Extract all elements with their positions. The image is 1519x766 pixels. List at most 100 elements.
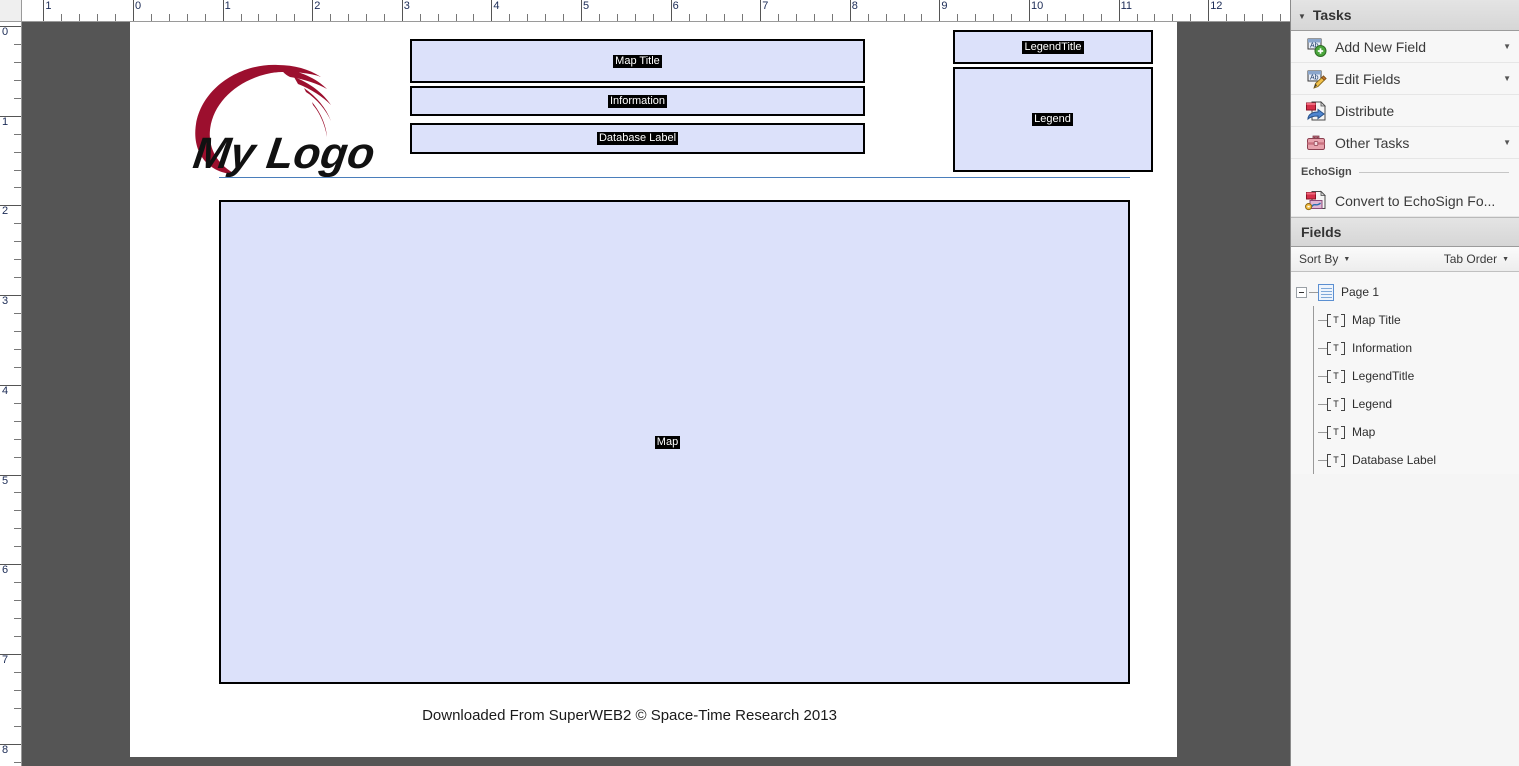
ruler-tick-major xyxy=(1118,0,1120,21)
ruler-label: 10 xyxy=(1031,0,1044,12)
ruler-tick-minor xyxy=(14,420,21,422)
chevron-down-icon: ▼ xyxy=(1502,255,1509,263)
ruler-tick-minor xyxy=(204,14,206,21)
tree-label-information: Information xyxy=(1352,341,1413,355)
text-field-icon: T xyxy=(1327,369,1345,383)
ruler-tick-minor xyxy=(168,14,170,21)
ruler-tick-minor xyxy=(634,14,636,21)
chevron-down-icon[interactable]: ▼ xyxy=(1503,74,1511,83)
ruler-tick-minor xyxy=(473,14,475,21)
collapse-toggle-icon[interactable] xyxy=(1296,286,1307,298)
tree-label-database-label: Database Label xyxy=(1352,453,1437,467)
ruler-tick-minor xyxy=(1154,14,1156,21)
form-field-map-title[interactable]: Map Title xyxy=(410,39,865,83)
form-field-map[interactable]: Map xyxy=(219,200,1130,684)
echosign-section-label: EchoSign xyxy=(1291,159,1519,185)
tree-node-legend[interactable]: T Legend xyxy=(1291,390,1519,418)
ruler-tick-major xyxy=(43,0,45,21)
ruler-tick-major xyxy=(670,0,672,21)
ruler-tick-minor xyxy=(1082,14,1084,21)
tasks-list: Ab Add New Field ▼ Ab xyxy=(1291,31,1519,217)
task-item-convert-to-echosign[interactable]: Convert to EchoSign Fo... xyxy=(1291,185,1519,217)
tree-node-map[interactable]: T Map xyxy=(1291,418,1519,446)
ruler-tick-major xyxy=(581,0,582,21)
tree-node-legend-title[interactable]: T LegendTitle xyxy=(1291,362,1519,390)
sort-by-dropdown[interactable]: Sort By ▼ xyxy=(1299,252,1350,266)
ruler-tick-minor xyxy=(957,14,959,21)
form-field-legend[interactable]: Legend xyxy=(953,67,1153,172)
text-field-icon: T xyxy=(1327,425,1345,439)
pdf-page[interactable]: My Logo Map Title Information Database L… xyxy=(130,22,1177,757)
chevron-down-icon[interactable]: ▼ xyxy=(1503,138,1511,147)
section-divider xyxy=(1358,171,1509,173)
ruler-tick-minor xyxy=(14,330,21,332)
ruler-label: 0 xyxy=(135,0,142,12)
task-item-other-tasks[interactable]: Other Tasks ▼ xyxy=(1291,127,1519,159)
ruler-tick-minor xyxy=(14,456,21,458)
chevron-down-icon[interactable]: ▼ xyxy=(1298,11,1306,21)
ruler-tick-major xyxy=(849,0,851,21)
ruler-tick-minor xyxy=(348,14,350,21)
sort-by-label: Sort By xyxy=(1299,252,1339,266)
fields-panel-header[interactable]: Fields xyxy=(1291,217,1519,247)
task-item-add-new-field[interactable]: Ab Add New Field ▼ xyxy=(1291,31,1519,63)
ruler-tick-minor xyxy=(14,635,21,637)
ruler-label: 0 xyxy=(2,26,9,38)
ruler-tick-minor xyxy=(796,14,798,21)
ruler-tick-major xyxy=(0,474,21,476)
ruler-tick-minor xyxy=(14,618,21,620)
tree-label-page-1: Page 1 xyxy=(1341,285,1380,299)
ruler-tick-major xyxy=(401,0,403,21)
form-field-information[interactable]: Information xyxy=(410,86,865,116)
field-label-legend-title: LegendTitle xyxy=(1022,40,1084,54)
ruler-tick-minor xyxy=(545,14,547,21)
text-field-icon: T xyxy=(1327,341,1345,355)
ruler-tick-minor xyxy=(455,14,457,21)
ruler-tick-minor xyxy=(61,14,63,21)
ruler-tick-minor xyxy=(975,14,977,21)
tree-node-database-label[interactable]: T Database Label xyxy=(1291,446,1519,474)
task-label-distribute: Distribute xyxy=(1335,102,1395,119)
chevron-down-icon[interactable]: ▼ xyxy=(1503,42,1511,51)
tasks-panel-title: Tasks xyxy=(1312,7,1352,23)
task-item-edit-fields[interactable]: Ab Edit Fields ▼ xyxy=(1291,63,1519,95)
task-label-edit-fields: Edit Fields xyxy=(1335,70,1401,87)
ruler-tick-minor xyxy=(903,14,905,21)
tree-node-page-1[interactable]: Page 1 xyxy=(1291,278,1519,306)
header-divider-line xyxy=(219,177,1130,178)
ruler-label: 5 xyxy=(583,0,590,12)
ruler-tick-minor xyxy=(97,14,99,21)
ruler-tick-major xyxy=(222,0,224,21)
ruler-tick-minor xyxy=(1172,14,1174,21)
ruler-tick-minor xyxy=(14,97,21,99)
tree-label-legend-title: LegendTitle xyxy=(1352,369,1415,383)
tab-order-dropdown[interactable]: Tab Order ▼ xyxy=(1444,252,1509,266)
ruler-tick-minor xyxy=(14,133,21,135)
ruler-tick-major xyxy=(1029,0,1030,21)
ruler-tick-major xyxy=(0,295,21,297)
other-tasks-icon xyxy=(1305,132,1327,154)
ruler-label: 2 xyxy=(2,205,9,218)
document-canvas[interactable]: My Logo Map Title Information Database L… xyxy=(22,22,1290,766)
task-item-distribute[interactable]: Distribute xyxy=(1291,95,1519,127)
ruler-tick-minor xyxy=(509,14,511,21)
tree-label-map: Map xyxy=(1352,425,1376,439)
ruler-tick-minor xyxy=(79,14,81,21)
ruler-tick-minor xyxy=(186,14,188,21)
add-field-icon: Ab xyxy=(1305,36,1327,58)
ruler-tick-minor xyxy=(14,689,21,691)
tree-node-information[interactable]: T Information xyxy=(1291,334,1519,362)
ruler-tick-major xyxy=(0,26,21,27)
tasks-panel-header[interactable]: ▼ Tasks xyxy=(1291,0,1519,31)
tree-label-legend: Legend xyxy=(1352,397,1393,411)
ruler-tick-minor xyxy=(258,14,260,21)
ruler-tick-minor xyxy=(742,14,744,21)
ruler-tick-minor xyxy=(1244,14,1246,21)
tree-node-map-title[interactable]: T Map Title xyxy=(1291,306,1519,334)
form-field-database-label[interactable]: Database Label xyxy=(410,123,865,154)
form-field-legend-title[interactable]: LegendTitle xyxy=(953,30,1153,64)
ruler-label: 3 xyxy=(2,295,9,308)
